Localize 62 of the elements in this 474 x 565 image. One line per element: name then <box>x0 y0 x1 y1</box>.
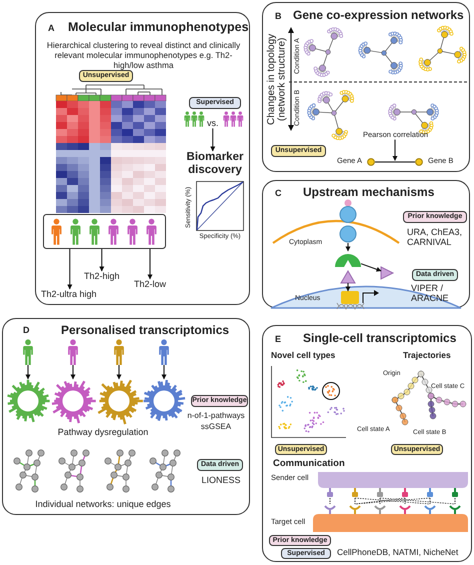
arrow <box>67 248 72 290</box>
section-heading: Trajectories <box>403 350 451 360</box>
panel-letter: B <box>275 11 282 21</box>
ligand-triangle <box>341 271 355 283</box>
method-list: CellPhoneDB, NATMI, NicheNet <box>337 548 471 558</box>
ligand-triangle <box>381 267 393 279</box>
target-cell-bar <box>313 514 468 532</box>
panel-title: Molecular immunophenotypes <box>68 20 249 34</box>
group-label: Th2-ultra high <box>41 289 97 300</box>
radial-bar-chart <box>97 379 141 423</box>
axis-title: Changes in topology (network structure) <box>267 32 288 127</box>
arrow <box>26 364 30 380</box>
panel-letter: A <box>48 23 54 33</box>
section-heading: Communication <box>273 458 345 469</box>
panel-card <box>2 318 250 515</box>
panel-card <box>262 325 472 562</box>
panel-card <box>262 2 470 172</box>
panel-title: Single-cell transcriptomics <box>303 331 456 345</box>
person-icon <box>158 339 170 365</box>
method-name: LIONESS <box>200 475 242 486</box>
receptor-icon <box>337 199 359 243</box>
person-icon <box>113 339 125 365</box>
panel-title: Upstream mechanisms <box>303 185 434 199</box>
radial-bar-chart <box>6 379 50 423</box>
versus-label: vs. <box>207 118 219 128</box>
panel-description: Hierarchical clustering to reveal distinct and clinically relevant molecular immunophenotypes e.g. Th2-high/low asthma <box>46 40 241 70</box>
person-icon <box>22 339 34 365</box>
arrow <box>99 248 104 272</box>
method-name: n-of-1-pathways <box>186 411 246 420</box>
section-heading: Novel cell types <box>271 350 336 360</box>
gene-node <box>367 158 375 166</box>
panel-title: Personalised transcriptomics <box>61 323 230 337</box>
arrow <box>346 242 350 252</box>
gene-node <box>415 158 423 166</box>
transcription-factor-box <box>341 291 359 304</box>
arrow <box>70 364 76 380</box>
group-label: Th2-low <box>134 279 166 290</box>
outcome-label: Biomarker discovery <box>182 151 248 176</box>
arrow <box>148 248 152 280</box>
arrow <box>210 128 216 152</box>
arrow <box>346 282 350 292</box>
arrow <box>392 139 398 161</box>
person-icon <box>67 339 79 365</box>
arrow <box>116 364 122 380</box>
method-list: URA, ChEA3, CARNIVAL <box>407 227 469 248</box>
radial-bar-chart <box>142 379 186 423</box>
sender-cell-bar <box>318 472 468 488</box>
method-name: ssGSEA <box>200 422 232 432</box>
arrow <box>162 364 166 380</box>
panel-letter: C <box>275 188 282 198</box>
panel-card <box>35 12 250 305</box>
panel-letter: D <box>23 325 30 335</box>
panel-letter: E <box>275 334 282 344</box>
caption-text: Pathway dysregulation <box>56 427 150 438</box>
panel-card <box>262 180 470 308</box>
kinase-icon <box>335 251 361 267</box>
panel-title: Gene co-expression networks <box>293 8 464 22</box>
arrow <box>360 263 382 272</box>
method-list: VIPER / ARACNE <box>411 283 463 304</box>
group-label: Th2-high <box>84 271 120 282</box>
radial-bar-chart <box>51 379 95 423</box>
caption-text: Individual networks: unique edges <box>34 499 172 510</box>
